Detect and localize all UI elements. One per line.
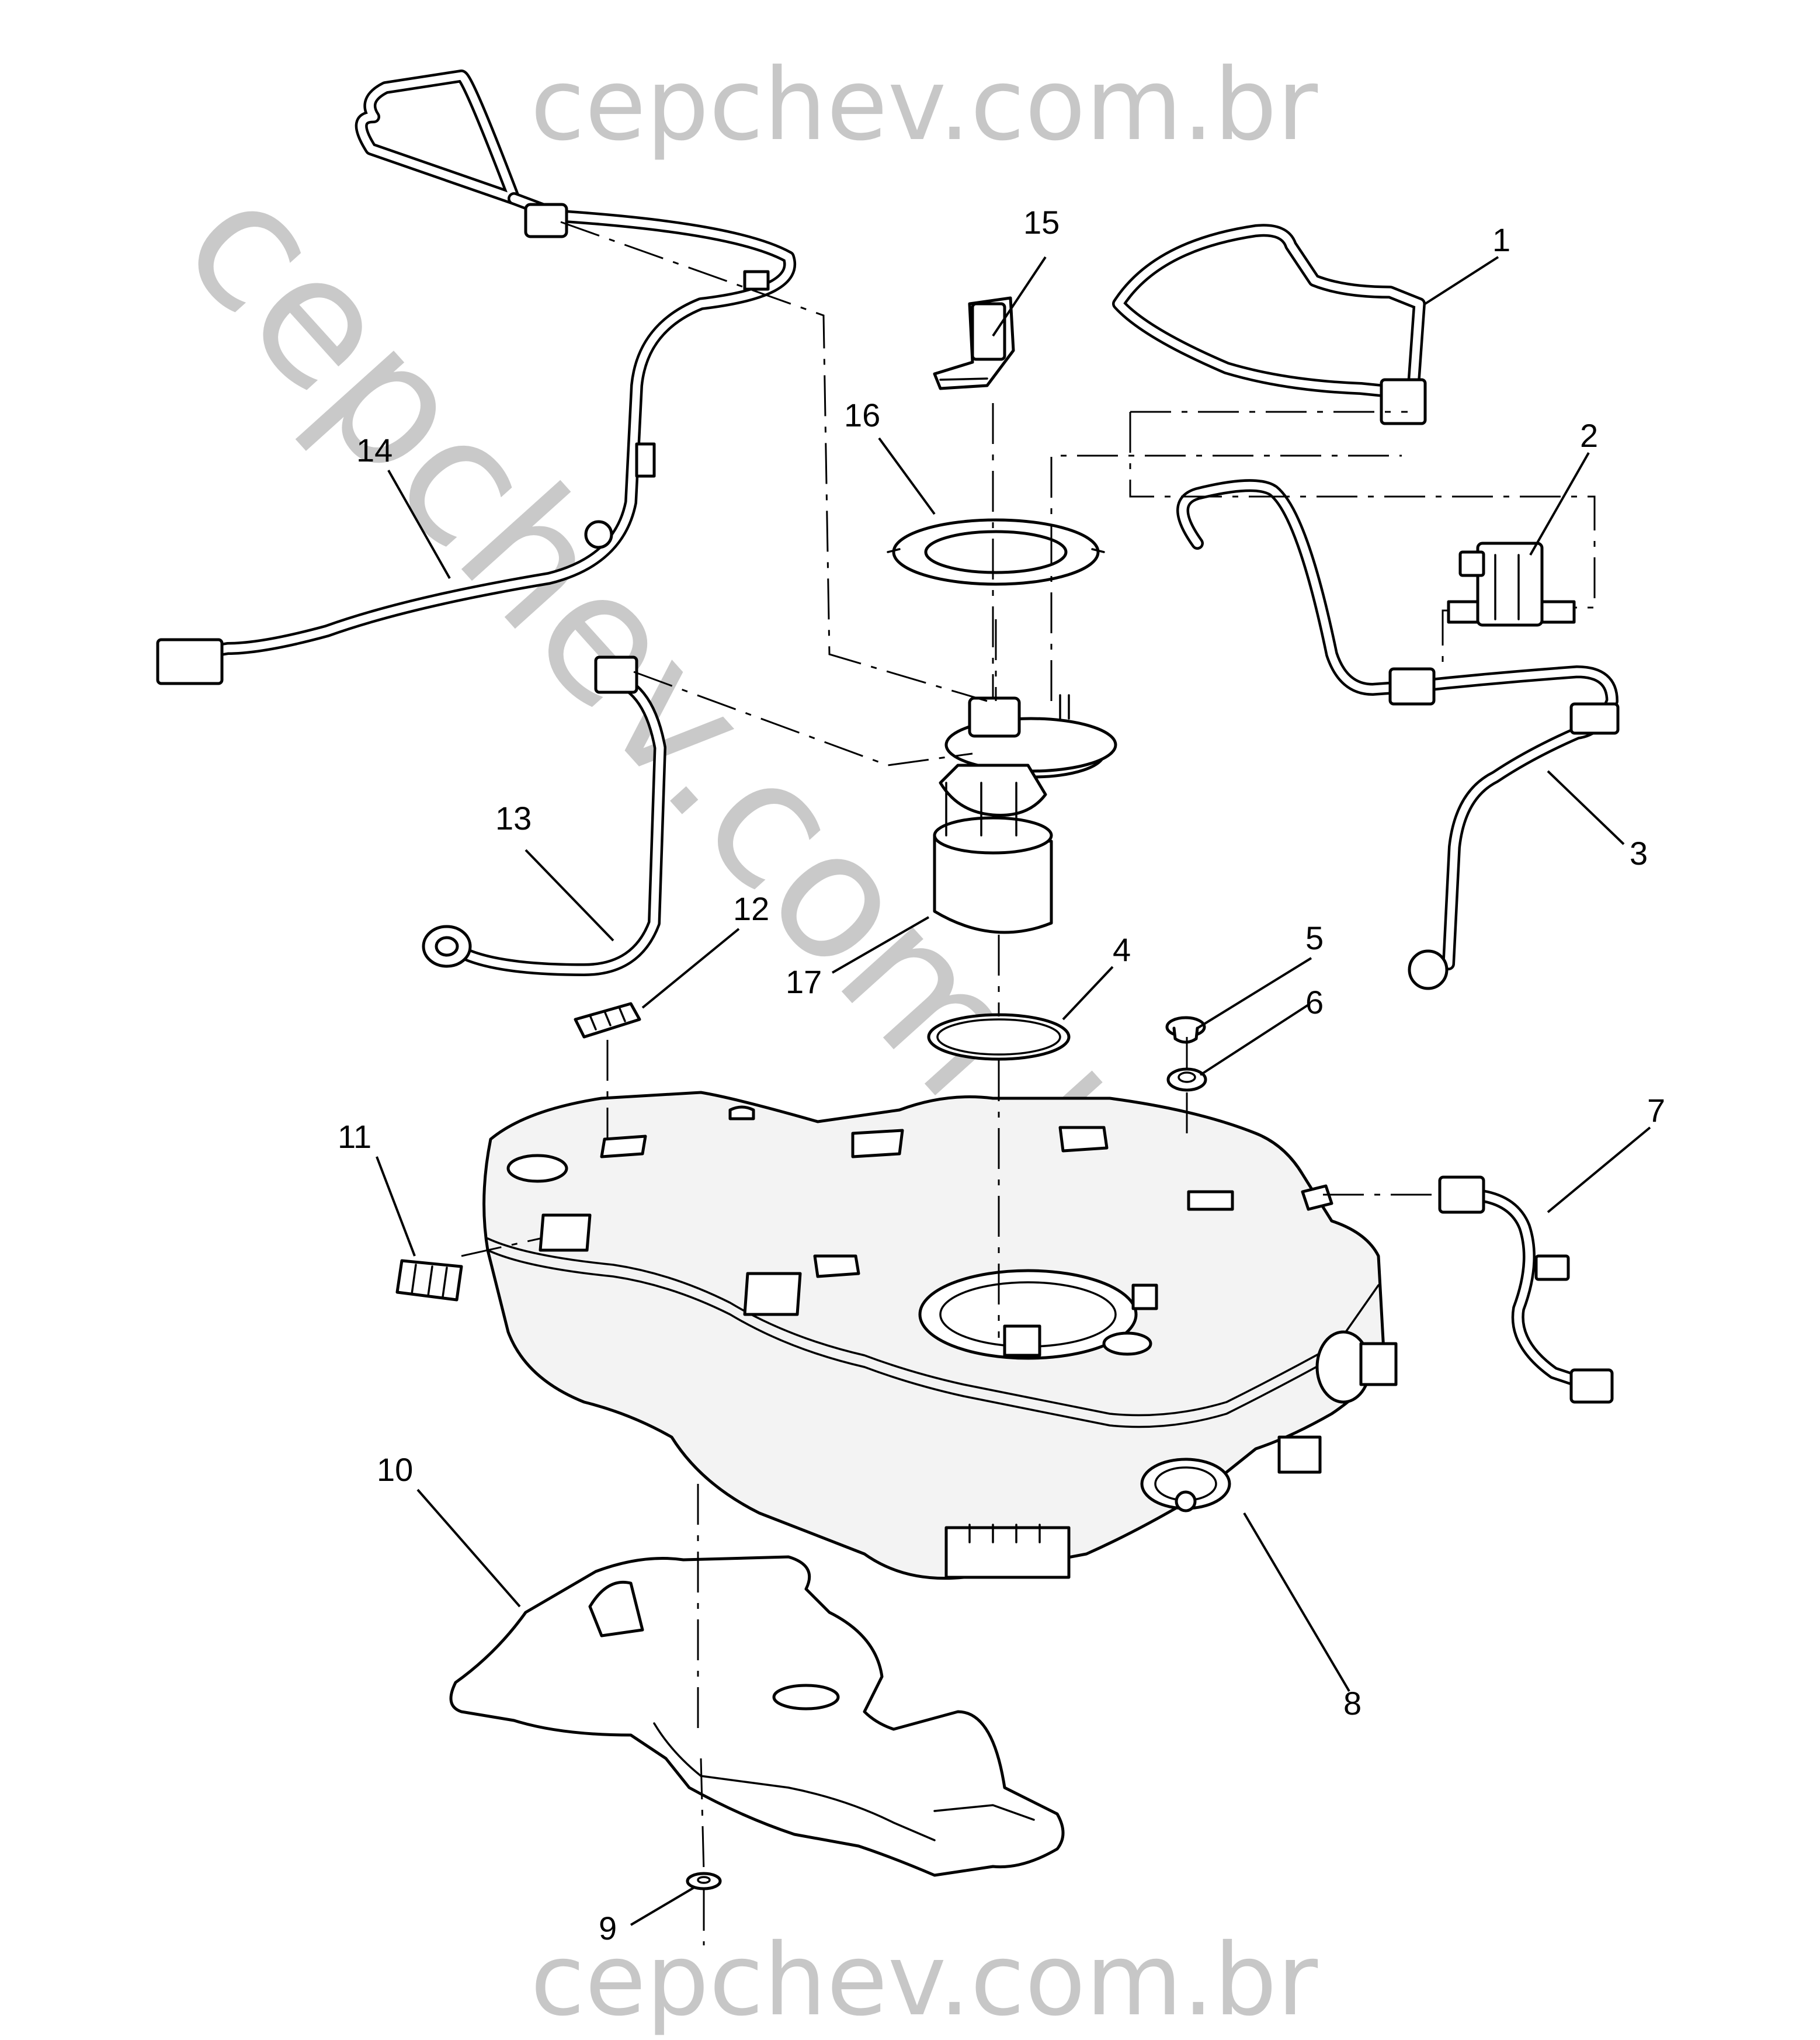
part-6-grommet xyxy=(1166,1067,1207,1092)
part-15-connector xyxy=(933,296,1015,390)
part-2-valve xyxy=(1447,542,1576,627)
part-17-fuel-pump-module xyxy=(933,694,1117,934)
callout-16: 16 xyxy=(844,397,880,433)
harness-clip-2-icon xyxy=(743,270,770,291)
callout-1: 1 xyxy=(1492,221,1510,258)
callout-2: 2 xyxy=(1580,417,1598,454)
callout-8: 8 xyxy=(1343,1685,1361,1722)
part-11-pad xyxy=(395,1259,463,1302)
part-14-wiring-harness xyxy=(156,70,796,685)
part-8-fuel-tank xyxy=(482,1091,1398,1580)
part-3-hose xyxy=(1176,479,1620,990)
callout-7: 7 xyxy=(1647,1092,1665,1129)
callout-15: 15 xyxy=(1023,204,1060,241)
callout-10: 10 xyxy=(377,1451,413,1488)
callout-6: 6 xyxy=(1305,984,1324,1021)
part-10-heat-shield xyxy=(449,1555,1065,1877)
callout-5: 5 xyxy=(1305,920,1324,956)
part-5-plug xyxy=(1165,1016,1206,1044)
callout-17: 17 xyxy=(786,963,822,1000)
callout-11: 11 xyxy=(338,1118,371,1155)
callout-14: 14 xyxy=(356,432,393,469)
harness-grommet-icon xyxy=(584,520,613,549)
callout-3: 3 xyxy=(1630,835,1648,872)
watermark-top: cepchev.com.br xyxy=(530,47,1318,163)
part-9-washer xyxy=(686,1872,722,1890)
watermark-bottom: cepchev.com.br xyxy=(530,1923,1318,2038)
part-12-pad xyxy=(574,1002,641,1039)
part-13-hose xyxy=(422,655,666,976)
part-1-vapor-pipe xyxy=(1112,224,1427,425)
assembly-lines xyxy=(461,221,1596,1945)
part-4-seal xyxy=(927,1013,1071,1061)
harness-connector-icon xyxy=(524,203,568,238)
harness-clip-icon xyxy=(635,442,656,478)
callout-numbers: 1 2 3 4 5 6 7 8 9 10 11 12 13 14 15 16 1… xyxy=(338,204,1665,1947)
part-7-hose xyxy=(1438,1175,1614,1404)
callout-12: 12 xyxy=(733,890,769,927)
callout-leaders xyxy=(376,256,1651,1926)
harness-end-connector-icon xyxy=(156,638,224,685)
callout-4: 4 xyxy=(1113,931,1131,968)
part-16-lock-ring xyxy=(887,518,1105,586)
callout-9: 9 xyxy=(599,1910,617,1947)
callout-13: 13 xyxy=(495,800,532,837)
